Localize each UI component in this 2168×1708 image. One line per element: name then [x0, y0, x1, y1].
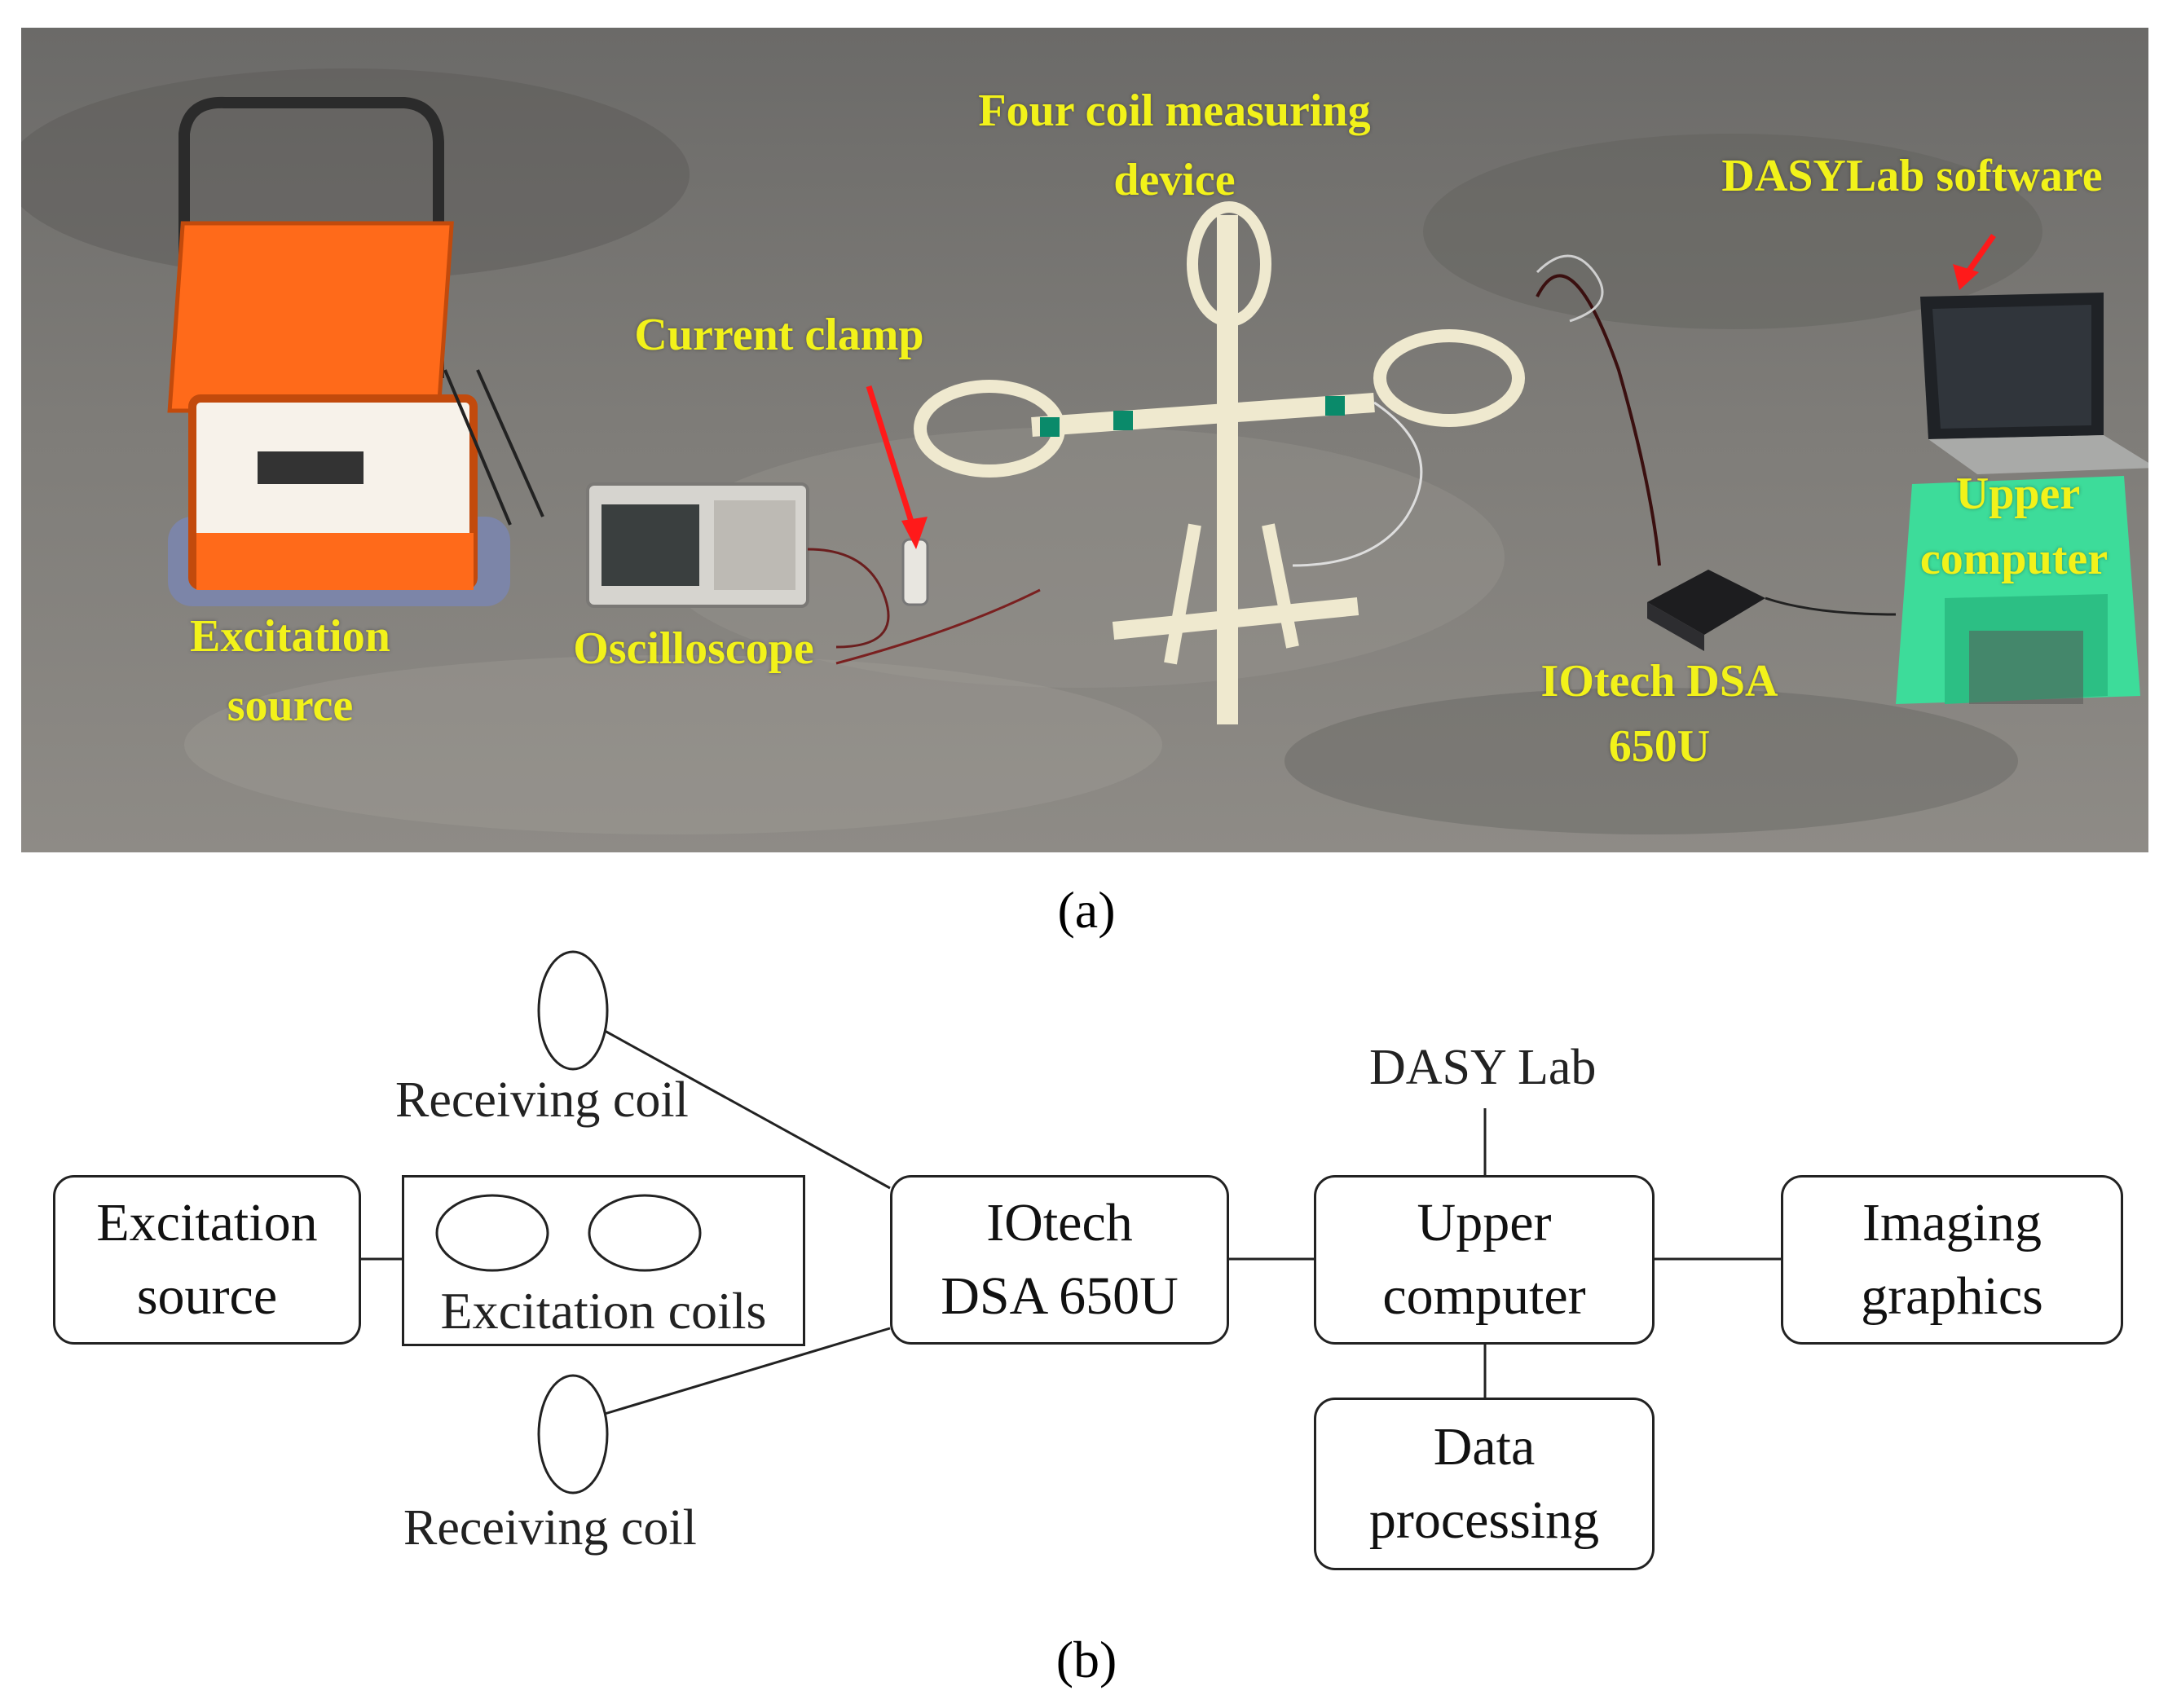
block-imaging-graphics: Imaging graphics — [1781, 1175, 2123, 1345]
label-current-clamp: Current clamp — [634, 310, 924, 360]
block-excitation-source-line2: source — [136, 1266, 278, 1326]
receiving-coil-bottom-shape — [537, 1374, 609, 1494]
label-iotech-line2: 650U — [1608, 721, 1711, 772]
caption-b: (b) — [1055, 1631, 1117, 1688]
label-excitation-line2: source — [227, 680, 354, 731]
caption-a: (a) — [1057, 881, 1116, 939]
block-upper-computer: Upper computer — [1314, 1175, 1655, 1345]
label-dasylab: DASY Lab — [1369, 1040, 1597, 1095]
block-imaging-graphics-line2: graphics — [1861, 1266, 2043, 1326]
diagram-connectors — [361, 950, 1781, 1494]
receiving-coil-top-shape — [537, 950, 609, 1071]
label-dasylab-software: DASYLab software — [1721, 151, 2103, 201]
excitation-coils-shapes — [435, 1194, 702, 1272]
block-data-processing: Data processing — [1314, 1398, 1655, 1570]
block-imaging-graphics-line1: Imaging — [1862, 1193, 2042, 1252]
field-setup-photo — [21, 28, 2148, 852]
label-four-coil-line2: device — [1113, 155, 1236, 205]
label-four-coil-line1: Four coil measuring — [978, 86, 1371, 136]
block-upper-computer-line1: Upper — [1417, 1193, 1552, 1252]
label-oscilloscope: Oscilloscope — [573, 623, 814, 674]
block-data-processing-line1: Data — [1433, 1417, 1536, 1477]
block-iotech: IOtech DSA 650U — [890, 1175, 1229, 1345]
block-excitation-source: Excitation source — [53, 1175, 361, 1345]
four-coil-device — [914, 201, 1525, 724]
label-excitation-coils: Excitation coils — [440, 1282, 767, 1340]
block-diagram: Receiving coil Receiving coil DASY Lab E… — [0, 937, 2168, 1638]
label-upper-computer-line2: computer — [1919, 534, 2109, 584]
block-iotech-line1: IOtech — [986, 1193, 1133, 1252]
oscilloscope-device — [586, 482, 1041, 665]
upper-computer-laptop — [1920, 233, 2148, 474]
label-upper-computer-line1: Upper — [1955, 469, 2081, 519]
label-iotech-line1: IOtech DSA — [1540, 656, 1778, 707]
label-receiving-coil-top: Receiving coil — [395, 1072, 689, 1128]
block-excitation-source-line1: Excitation — [96, 1193, 318, 1252]
block-upper-computer-line2: computer — [1382, 1266, 1586, 1326]
photo-panel: Four coil measuring device DASYLab softw… — [21, 28, 2148, 852]
iotech-daq-box — [1647, 570, 1897, 651]
current-clamp — [866, 385, 929, 606]
excitation-source-equipment — [167, 96, 544, 606]
stool — [1896, 476, 2140, 704]
block-data-processing-line2: processing — [1368, 1490, 1600, 1550]
label-excitation-line1: Excitation — [190, 611, 390, 662]
label-receiving-coil-bottom: Receiving coil — [403, 1500, 697, 1556]
excitation-coils-box: Excitation coils — [402, 1175, 805, 1346]
block-iotech-line2: DSA 650U — [941, 1266, 1179, 1326]
